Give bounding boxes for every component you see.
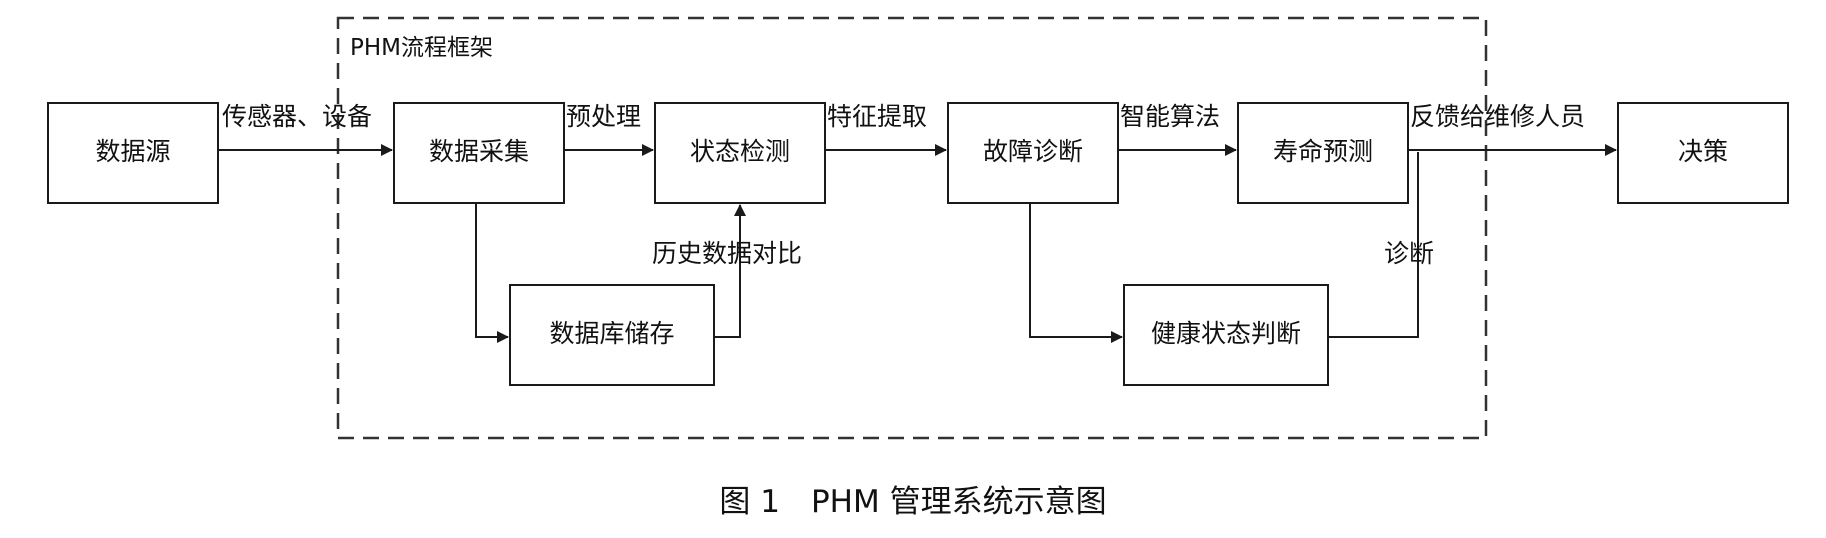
edge-health-to-feedback [1328, 152, 1419, 338]
node-health-status: 健康状态判断 [1123, 284, 1329, 386]
phm-framework-boundary [336, 16, 1488, 440]
edge-label-history: 历史数据对比 [652, 239, 802, 268]
node-status-detection-label: 状态检测 [690, 137, 790, 166]
figure-caption: 图 1 PHM 管理系统示意图 [719, 484, 1106, 520]
node-health-status-label: 健康状态判断 [1151, 319, 1301, 348]
node-data-collection: 数据采集 [393, 102, 565, 204]
edge-label-diagnosis: 诊断 [1384, 239, 1434, 268]
node-fault-diagnosis: 故障诊断 [947, 102, 1119, 204]
edge-storage-to-detection [714, 204, 746, 338]
node-decision: 决策 [1617, 102, 1789, 204]
node-fault-diagnosis-label: 故障诊断 [983, 137, 1083, 166]
framework-title: PHM流程框架 [350, 35, 493, 61]
edge-label-feature: 特征提取 [827, 102, 927, 131]
node-database-storage-label: 数据库储存 [549, 319, 674, 348]
node-decision-label: 决策 [1678, 137, 1728, 166]
node-data-collection-label: 数据采集 [429, 137, 529, 166]
node-data-source: 数据源 [47, 102, 219, 204]
node-life-prediction: 寿命预测 [1237, 102, 1409, 204]
node-database-storage: 数据库储存 [509, 284, 715, 386]
edge-label-sensor: 传感器、设备 [222, 102, 372, 131]
edge-label-preprocess: 预处理 [566, 102, 641, 131]
node-data-source-label: 数据源 [95, 137, 170, 166]
node-life-prediction-label: 寿命预测 [1273, 137, 1373, 166]
edge-label-algorithm: 智能算法 [1120, 102, 1220, 131]
edge-diagnosis-to-health [1029, 203, 1123, 343]
edge-collection-to-storage [475, 203, 509, 343]
edge-label-feedback: 反馈给维修人员 [1410, 102, 1585, 131]
node-status-detection: 状态检测 [654, 102, 826, 204]
